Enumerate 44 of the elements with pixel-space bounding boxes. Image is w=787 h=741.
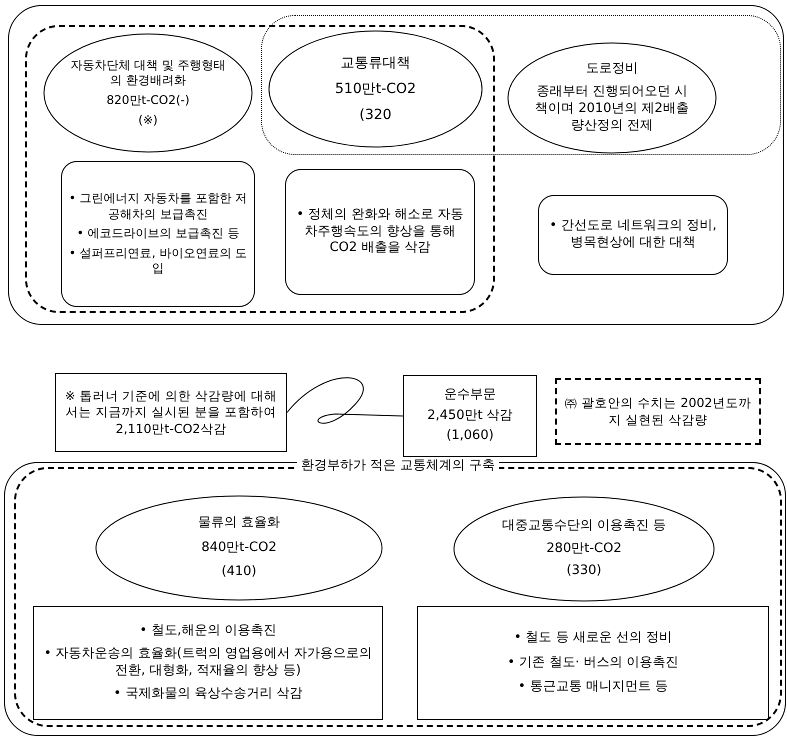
node-text: • 정체의 완화와 해소로 자동차주행속도의 향상을 통해 CO2 배출을 삭감 — [295, 206, 465, 258]
node-text: (410) — [222, 564, 256, 582]
note-box — [55, 373, 287, 452]
detail-box — [417, 606, 769, 720]
node-text: • 국제화물의 육상수송거리 삭감 — [113, 686, 303, 703]
node-text: • 설퍼프리연료, 바이오연료의 도입 — [68, 246, 248, 277]
node-text: 840만t-CO2 — [201, 540, 277, 556]
node-text: 820만t-CO2(-) — [106, 93, 190, 109]
measure-ellipse — [507, 42, 717, 154]
connector — [286, 377, 404, 424]
detail-box — [61, 161, 255, 307]
node-text: 운수부문 — [444, 386, 496, 404]
sector-box — [403, 375, 537, 457]
measure-ellipse — [453, 496, 715, 602]
node-text: (※) — [138, 112, 158, 128]
node-text: 종래부터 진행되어오던 시책이며 2010년의 제2배출량산정의 전제 — [534, 84, 690, 135]
node-text: 2,450만t 삭감 — [427, 408, 513, 424]
node-text: • 에코드라이브의 보급촉진 등 — [76, 226, 240, 242]
node-text: (330) — [566, 563, 602, 580]
detail-box — [33, 606, 383, 720]
node-text: 도로정비 — [586, 61, 638, 78]
note-box — [555, 378, 761, 445]
measure-ellipse — [43, 33, 253, 153]
node-text: 280만t-CO2 — [546, 540, 622, 558]
node-text: 자동차단체 대책 및 주행형태의 환경배려화 — [69, 58, 227, 89]
node-text: 교통류대책 — [340, 54, 410, 72]
node-text: • 기존 철도· 버스의 이용촉진 — [507, 654, 679, 672]
node-text: • 철도,해운의 이용촉진 — [139, 623, 277, 640]
node-text: (1,060) — [446, 428, 494, 446]
node-text: • 간선도로 네트워크의 정비, 병목현상에 대한 대책 — [548, 218, 718, 252]
node-text: (320 — [359, 106, 392, 124]
node-text: ㈜ 괄호안의 수치는 2002년도까지 실현된 삭감량 — [564, 395, 752, 428]
node-text: • 통근교통 매니지먼트 등 — [518, 679, 668, 696]
detail-box — [285, 169, 475, 295]
measure-ellipse — [95, 495, 383, 601]
node-text: 대중교통수단의 이용촉진 등 — [502, 518, 666, 535]
node-text: 물류의 효율화 — [198, 514, 280, 532]
detail-box — [538, 195, 728, 275]
node-text: • 자동차운송의 효율화(트럭의 영업용에서 자가용으로의 전환, 대형화, 적재율의 향상 등) — [42, 646, 374, 680]
measure-ellipse — [268, 30, 483, 148]
node-text: 510만t-CO2 — [335, 80, 416, 98]
node-text: • 그린에너지 자동차를 포함한 저공해차의 보급촉진 — [68, 191, 248, 222]
node-text: • 철도 등 새로운 선의 정비 — [514, 630, 672, 647]
node-text: ※ 톱러너 기준에 의한 삭감량에 대해서는 지금까지 실시된 분을 포함하여 2,110만t-CO2삭감 — [64, 388, 278, 437]
